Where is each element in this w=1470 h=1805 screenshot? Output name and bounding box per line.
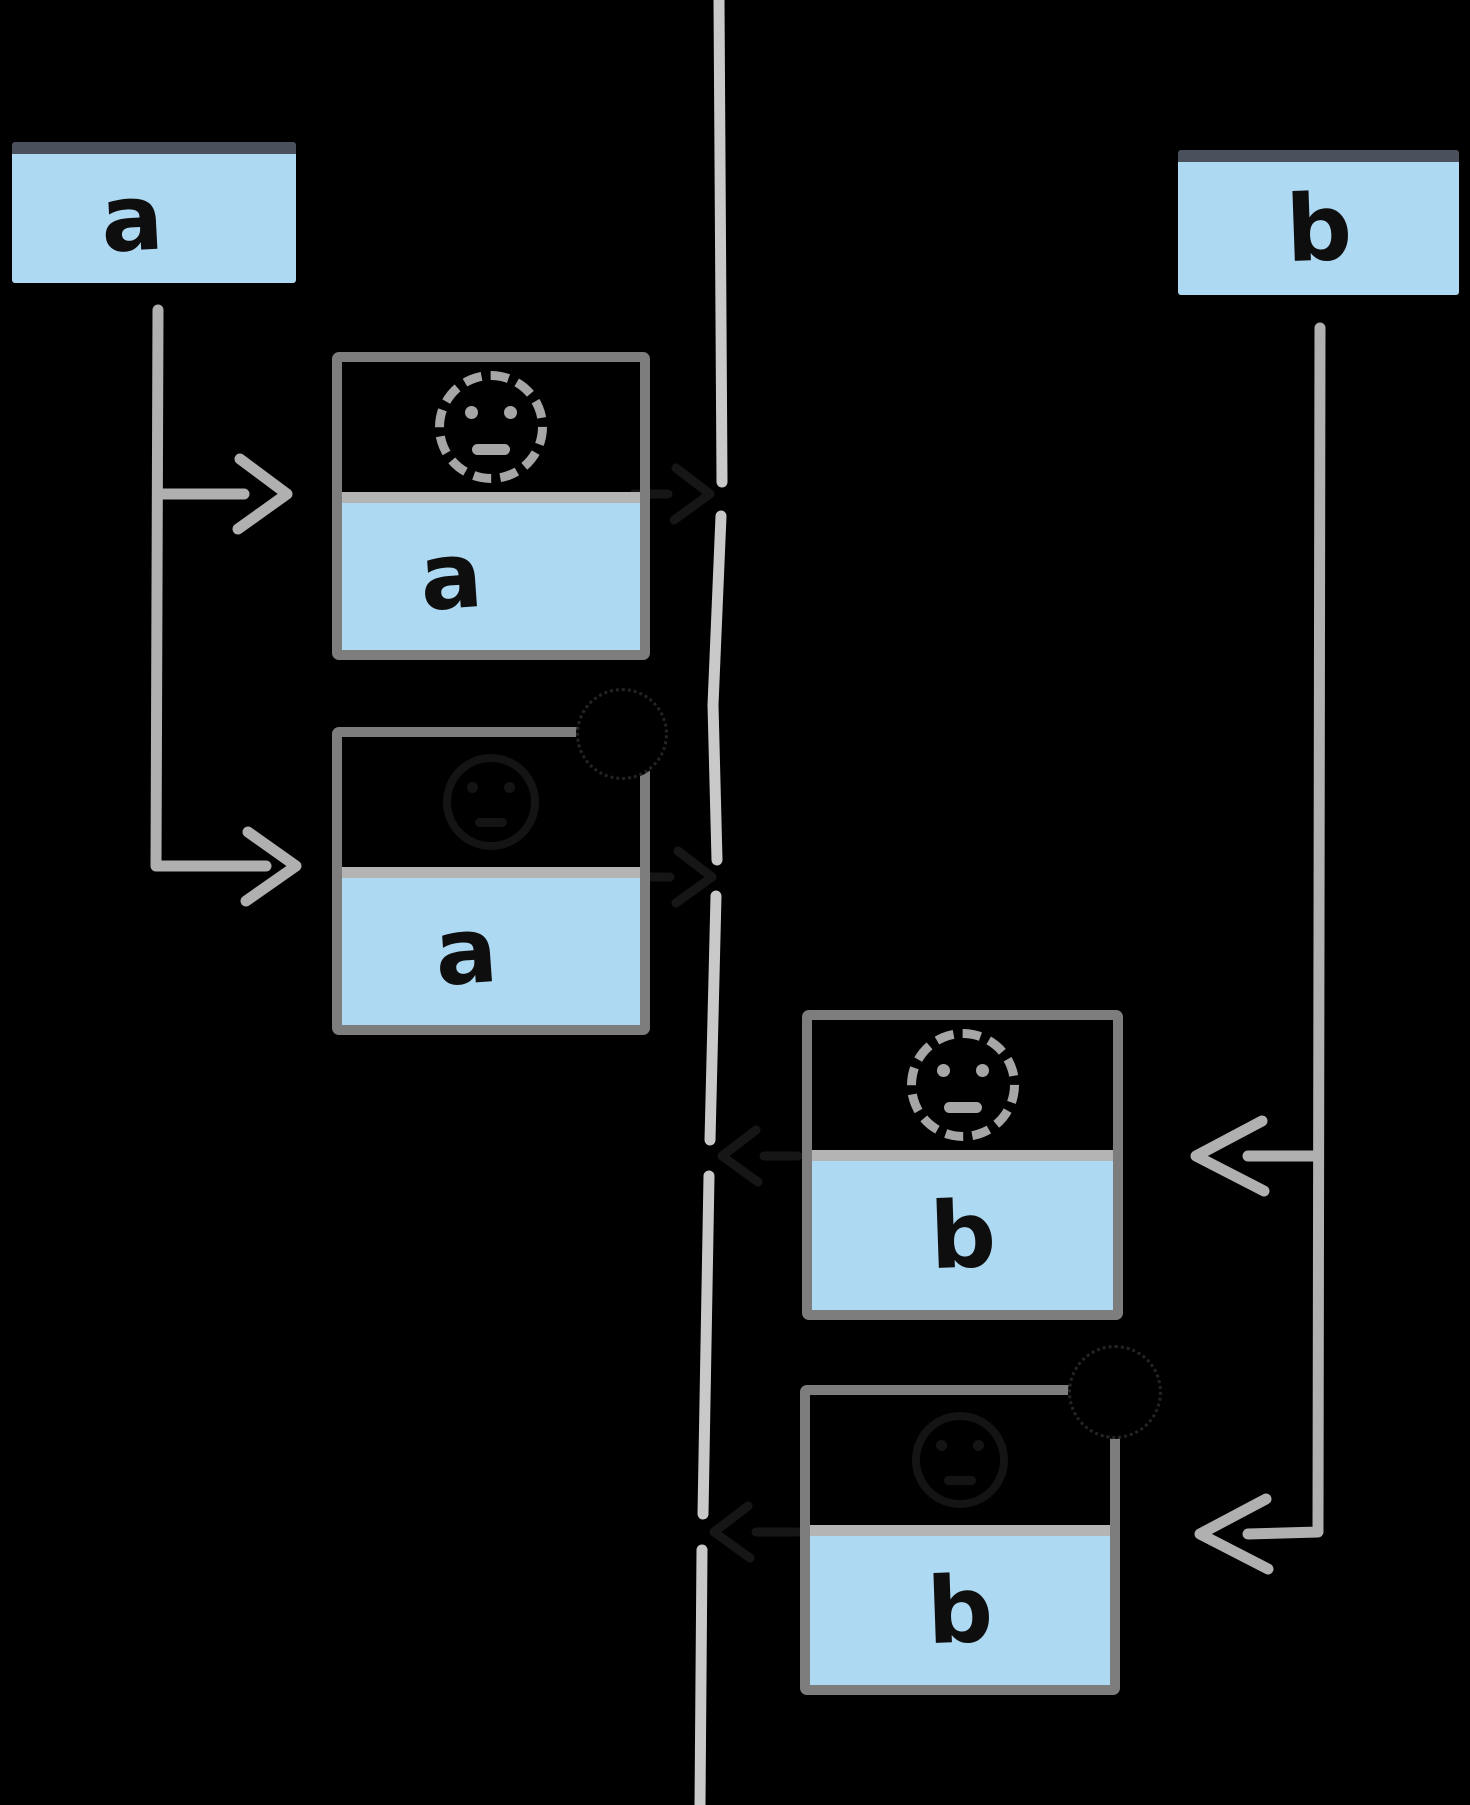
card-divider: [810, 1525, 1110, 1536]
face-eye: [467, 782, 478, 793]
card-divider: [812, 1150, 1113, 1161]
face-eye: [975, 1064, 989, 1077]
hidden-arrow-icon: [709, 1501, 803, 1563]
right-arrow-icon: [240, 826, 302, 907]
card-icon-area: [810, 1395, 1110, 1525]
source-box-header-bar: [1178, 150, 1459, 162]
card-a-loaded: a: [332, 727, 650, 1035]
card-divider: [342, 492, 640, 503]
card-label: b: [927, 1180, 998, 1290]
face-mouth: [943, 1102, 982, 1113]
card-label: b: [925, 1555, 995, 1665]
card-label: a: [416, 520, 486, 632]
source-box-body: b: [1178, 162, 1459, 295]
hidden-face-icon: [912, 1412, 1008, 1508]
hidden-face-icon: [443, 754, 539, 850]
face-eye: [973, 1440, 984, 1451]
right-connector-line: [1242, 322, 1326, 1540]
card-label-area: b: [812, 1161, 1113, 1310]
source-box-label: b: [1283, 173, 1354, 283]
face-eye: [504, 782, 515, 793]
card-divider: [342, 867, 640, 878]
black-badge-icon: [1068, 1345, 1162, 1439]
card-label-area: a: [342, 503, 640, 650]
left-arrow-icon: [1194, 1493, 1274, 1575]
face-eye: [465, 406, 478, 419]
source-box-b: b: [1178, 150, 1459, 295]
left-arrow-icon: [1190, 1115, 1270, 1197]
source-box-a: a: [12, 142, 296, 283]
face-eye: [936, 1440, 947, 1451]
face-mouth: [475, 818, 507, 827]
hidden-arrow-icon: [717, 1125, 803, 1187]
card-a-pending: a: [332, 352, 650, 660]
card-label: a: [431, 895, 501, 1007]
dashed-face-icon: [906, 1029, 1019, 1141]
card-label-area: b: [810, 1536, 1110, 1685]
source-box-header-bar: [12, 142, 296, 154]
face-mouth: [472, 444, 510, 455]
left-connector-line: [150, 304, 272, 872]
source-box-body: a: [12, 154, 296, 283]
timeline-line: [694, 0, 728, 1805]
face-mouth: [944, 1476, 976, 1485]
card-label-area: a: [342, 878, 640, 1025]
card-b-loaded: b: [800, 1385, 1120, 1695]
card-icon-area: [342, 737, 640, 867]
face-eye: [936, 1064, 950, 1077]
card-b-pending: b: [802, 1010, 1123, 1320]
source-box-label: a: [98, 162, 166, 274]
dashed-face-icon: [435, 371, 547, 483]
black-badge-icon: [576, 688, 668, 780]
card-icon-area: [342, 362, 640, 492]
face-eye: [504, 406, 517, 419]
card-icon-area: [812, 1020, 1113, 1150]
right-arrow-icon: [232, 453, 293, 535]
